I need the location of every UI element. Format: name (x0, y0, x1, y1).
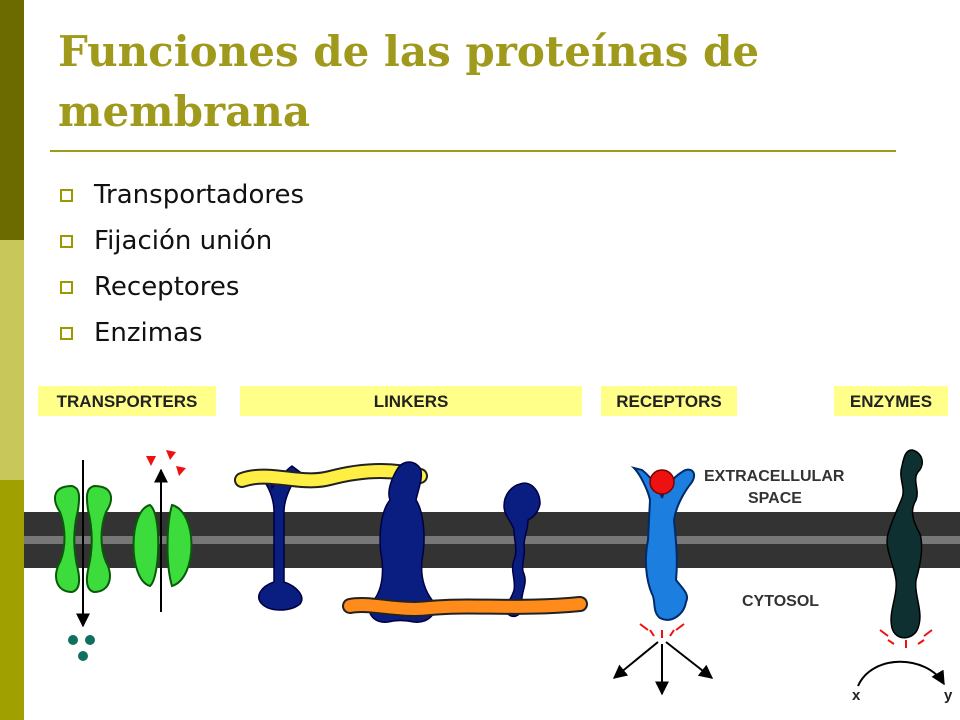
bullet-item: Transportadores (60, 172, 304, 218)
label-box-linkers (240, 386, 582, 416)
yellow-filament (236, 464, 426, 487)
label-enzymes: ENZYMES (850, 392, 932, 411)
square-bullet-icon (60, 234, 73, 248)
square-bullet-icon (60, 188, 73, 202)
membrane-outer-leaflet (24, 512, 960, 536)
bullet-list: Transportadores Fijación unión Receptore… (60, 172, 304, 356)
membrane-core (24, 536, 960, 544)
label-box-enzymes (834, 386, 948, 416)
membrane-inner-leaflet (24, 544, 960, 568)
bullet-text: Receptores (94, 272, 240, 302)
reaction-x: x (852, 687, 861, 704)
sidebar-block-mid (0, 480, 24, 720)
enzyme-protein (886, 449, 923, 639)
sidebar-block-light (0, 240, 24, 480)
slide-title: Funciones de las proteínas de membrana (58, 27, 760, 136)
label-space: SPACE (748, 490, 802, 507)
label-extracellular: EXTRACELLULAR (704, 468, 845, 485)
linker-protein-1 (258, 465, 303, 611)
bullet-text: Enzimas (94, 318, 203, 348)
label-cytosol: CYTOSOL (742, 593, 819, 610)
label-transporters: TRANSPORTERS (57, 392, 198, 411)
transporter-channel (54, 460, 112, 661)
label-receptors: RECEPTORS (616, 392, 722, 411)
enzyme-reaction: x y (852, 629, 953, 704)
slide-sidebar (0, 0, 24, 720)
bullet-text: Fijación unión (94, 226, 273, 256)
linker-protein-2 (368, 461, 436, 623)
bullet-item: Enzimas (60, 310, 304, 356)
orange-filament (344, 598, 586, 615)
label-box-receptors (601, 386, 737, 416)
bullet-item: Receptores (60, 264, 304, 310)
label-linkers: LINKERS (374, 392, 449, 411)
square-bullet-icon (60, 326, 73, 340)
bullet-item: Fijación unión (60, 218, 304, 264)
sidebar-block-dark (0, 0, 24, 240)
title-divider (50, 150, 896, 152)
bullet-text: Transportadores (94, 180, 305, 210)
square-bullet-icon (60, 280, 73, 294)
linker-protein-3 (503, 482, 541, 618)
label-box-transporters (38, 386, 216, 416)
receptor-protein (630, 466, 696, 621)
receptor-signal (612, 623, 714, 696)
reaction-y: y (944, 687, 953, 704)
transporter-carrier (132, 450, 193, 612)
membrane-protein-diagram: TRANSPORTERS LINKERS RECEPTORS ENZYMES E… (24, 386, 960, 704)
